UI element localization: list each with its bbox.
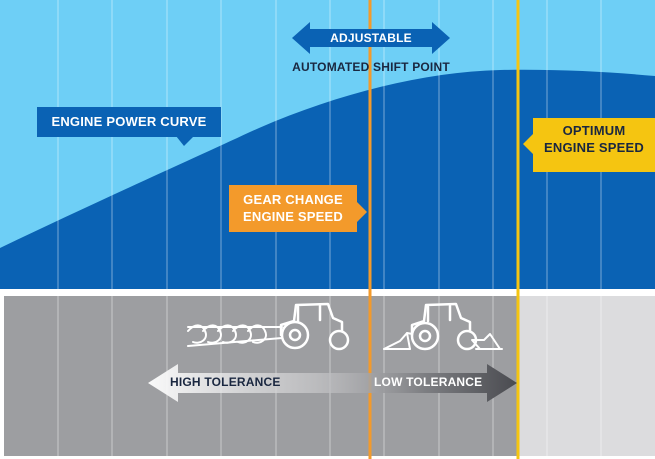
mower-tractor-icon: [383, 302, 503, 351]
high-tolerance-label: HIGH TOLERANCE: [170, 375, 281, 389]
engine-power-curve-label: ENGINE POWER CURVE: [37, 107, 221, 137]
adjustable-label: ADJUSTABLE: [330, 31, 412, 45]
optimum-engine-speed-label: OPTIMUM ENGINE SPEED: [533, 118, 655, 172]
engine-power-area: [0, 69, 655, 289]
gear-change-engine-speed-label: GEAR CHANGE ENGINE SPEED: [229, 185, 357, 232]
automated-shift-point-label: AUTOMATED SHIFT POINT: [292, 60, 450, 74]
gear-label-pointer: [357, 202, 367, 222]
gear-change-line1: GEAR CHANGE: [243, 192, 343, 207]
tolerance-band-light: [519, 296, 655, 456]
tolerance-arrow: [148, 364, 517, 402]
adjustable-arrow: [292, 22, 450, 54]
optimum-line1: OPTIMUM: [562, 123, 626, 138]
power-label-pointer: [176, 136, 194, 146]
gear-change-line2: ENGINE SPEED: [243, 209, 343, 224]
low-tolerance-label: LOW TOLERANCE: [374, 375, 483, 389]
plough-tractor-icon: [187, 302, 350, 351]
optimum-line2: ENGINE SPEED: [544, 140, 644, 155]
optimum-label-pointer: [523, 134, 533, 154]
